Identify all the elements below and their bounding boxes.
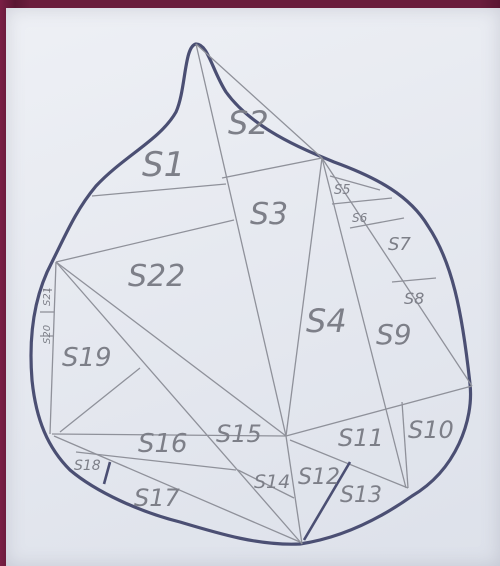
label-s12: S12 [298, 465, 340, 490]
label-s8: S8 [404, 289, 424, 308]
label-s19: S19 [62, 343, 112, 373]
label-s16: S16 [138, 429, 188, 459]
label-s5: S5 [334, 183, 351, 198]
label-s4: S4 [306, 302, 347, 340]
label-s21: S21 [42, 287, 53, 306]
label-s3: S3 [250, 197, 288, 232]
label-s9: S9 [376, 318, 412, 351]
label-s15: S15 [216, 420, 262, 448]
label-s13: S13 [340, 483, 382, 508]
label-s6: S6 [352, 211, 368, 225]
region-labels: S1 S2 S3 S4 S5 S6 S7 S8 S9 S10 S11 S12 S… [42, 104, 454, 512]
label-s11: S11 [338, 424, 384, 452]
label-s10: S10 [408, 416, 454, 444]
label-s17: S17 [134, 484, 181, 512]
label-s1: S1 [142, 145, 185, 185]
label-s14: S14 [254, 471, 290, 493]
label-s2: S2 [228, 104, 269, 142]
label-s20: S20 [42, 325, 53, 344]
label-s18: S18 [74, 458, 101, 474]
label-s22: S22 [128, 259, 185, 294]
label-s7: S7 [388, 234, 411, 255]
